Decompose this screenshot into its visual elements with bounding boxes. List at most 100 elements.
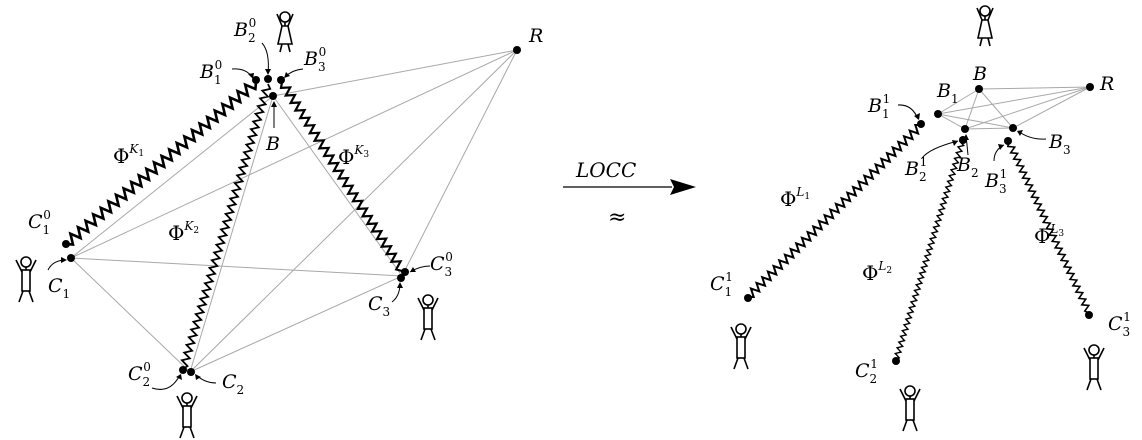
zigzag-link-l3 [1006, 141, 1091, 314]
locc-operation: LOCC ≈ [563, 158, 696, 230]
edge-line [964, 86, 1091, 130]
node-label-C31: C31 [1108, 310, 1131, 339]
person-figure-c3-right [1083, 344, 1105, 391]
node-label-B11: B11 [867, 92, 890, 121]
pointer-arrow [921, 140, 959, 159]
node-label-C10: C10 [28, 208, 51, 237]
zigzag-link-k2 [180, 83, 272, 370]
left-arrowheads [61, 69, 416, 380]
node-label-B3: B3 [1048, 131, 1071, 157]
link-label-k3: ΦK3 [338, 143, 369, 169]
node-label-B: B [972, 63, 987, 85]
arrowhead [248, 73, 254, 79]
arrowhead [998, 144, 1004, 150]
node-dot-C30 [401, 268, 409, 276]
arrowhead [963, 134, 969, 140]
edge-line [70, 257, 191, 373]
node-label-C11: C11 [710, 270, 733, 299]
node-dot-B [975, 85, 983, 93]
edge-line [189, 49, 518, 373]
node-dot-B10 [252, 76, 260, 84]
edge-line [401, 49, 518, 277]
zigzag-link-k3 [279, 81, 403, 273]
zigzag-link-k1 [65, 81, 258, 247]
link-label-l2: ΦL2 [862, 259, 892, 285]
pointer-arrow [231, 68, 253, 78]
right-labels: R B B1 B2 B3 B11 B21 B31 C11 C21 C31 ΦL1… [710, 63, 1131, 386]
link-label-l1: ΦL1 [780, 185, 810, 211]
arrowhead [397, 282, 403, 288]
approx-symbol: ≈ [608, 205, 626, 230]
node-label-B: B [265, 133, 280, 155]
right-network-lines [937, 86, 1091, 130]
pointer-arrow [993, 144, 1005, 162]
node-label-C30: C30 [430, 250, 453, 279]
edge-line [964, 88, 980, 130]
node-label-B20: B20 [233, 16, 256, 45]
operation-arrowhead [670, 179, 696, 195]
node-label-B30: B30 [303, 45, 326, 74]
node-dot-C20 [179, 366, 187, 374]
pointer-arrow [897, 104, 919, 120]
edge-line [978, 88, 1014, 129]
left-labels: R B B10 B20 B30 C10 C1 C20 C2 C30 C3 ΦK1… [28, 16, 543, 397]
node-label-B1: B1 [936, 80, 959, 106]
edge-line [964, 127, 1014, 130]
link-label-l3: ΦL3 [1034, 222, 1064, 248]
node-dot-R [1086, 83, 1094, 91]
node-dot-B20 [264, 75, 272, 83]
node-dot-C2 [187, 368, 195, 376]
edge-line [937, 88, 980, 115]
edge-line [1012, 86, 1091, 129]
person-figure-c2 [176, 392, 198, 439]
zigzag-link-l2 [893, 138, 966, 361]
right-zigzag-links [748, 124, 1091, 361]
edge-line [272, 95, 403, 277]
person-figure-c1-right [730, 323, 752, 370]
node-dot-B [269, 92, 277, 100]
person-figure-c3 [417, 294, 439, 341]
node-label-C2: C2 [222, 371, 244, 397]
pointer-arrow [151, 374, 181, 390]
node-label-C3: C3 [368, 293, 390, 319]
edge-line [189, 275, 403, 373]
node-dot-R [513, 46, 521, 54]
node-label-R: R [1099, 73, 1114, 95]
right-arrowheads [914, 113, 1023, 150]
node-dot-C1 [67, 254, 75, 262]
edge-line [937, 113, 1014, 129]
edge-line [70, 49, 518, 259]
zigzag-link-l1 [748, 124, 921, 298]
arrowhead [265, 69, 271, 75]
node-dot-B1 [934, 110, 942, 118]
edge-line [70, 95, 274, 259]
arrowhead [914, 113, 920, 120]
arrowhead [952, 140, 958, 146]
edge-line [272, 49, 518, 97]
node-label-R: R [528, 25, 543, 47]
node-dot-C21 [892, 357, 900, 365]
node-label-B2: B2 [956, 154, 979, 180]
node-label-B21: B21 [904, 155, 927, 184]
node-dot-B30 [277, 76, 285, 84]
right-pointer-arrows [897, 104, 1047, 162]
link-label-k2: ΦK2 [168, 219, 199, 245]
node-dot-B31 [1004, 137, 1012, 145]
left-nodes [62, 46, 521, 376]
node-label-B10: B10 [199, 58, 222, 87]
arrowhead [61, 257, 67, 263]
node-label-B31: B31 [984, 167, 1007, 196]
node-dot-C31 [1085, 311, 1093, 319]
edge-line [189, 95, 274, 373]
arrowhead [1017, 130, 1023, 136]
arrowhead [176, 374, 182, 380]
person-figure-c2-right [899, 385, 921, 432]
edge-line [978, 86, 1091, 90]
operation-label: LOCC [575, 158, 636, 182]
node-dot-B3 [1009, 124, 1017, 132]
edge-line [937, 113, 966, 130]
edge-line [70, 257, 403, 277]
node-dot-C10 [62, 240, 70, 248]
pointer-arrow [1017, 130, 1047, 140]
